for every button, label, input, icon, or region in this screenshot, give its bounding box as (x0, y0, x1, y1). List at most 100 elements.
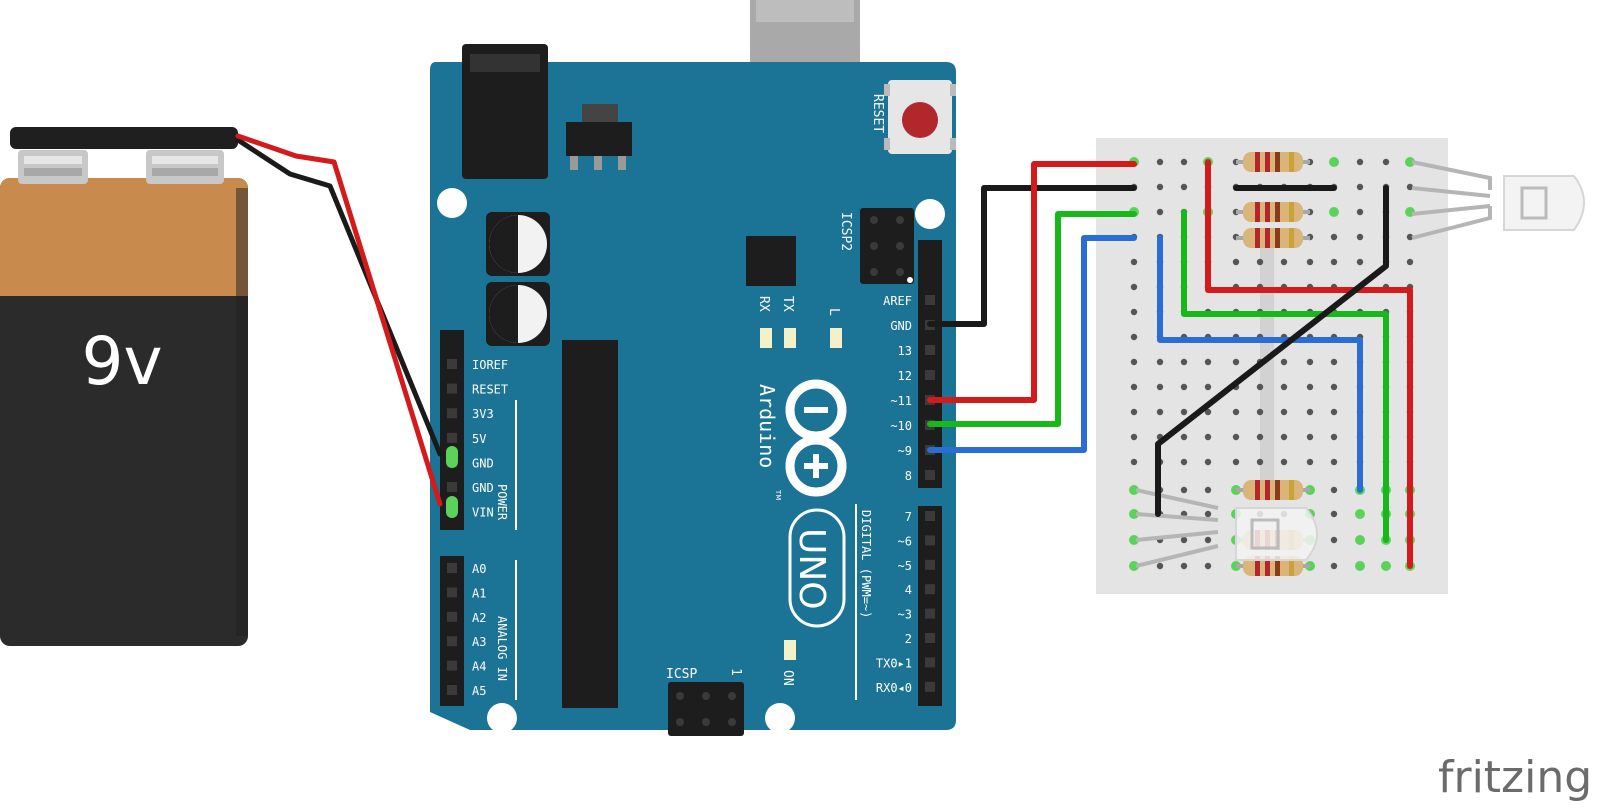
breadboard-hole (1406, 233, 1414, 241)
breadboard-hole (1256, 258, 1264, 266)
breadboard-hole (1129, 535, 1139, 545)
breadboard-hole (1156, 383, 1164, 391)
analog-pin (447, 611, 457, 622)
microcontroller-chip (562, 340, 618, 708)
rgb-led-bottom (1135, 488, 1318, 568)
breadboard-hole (1204, 510, 1212, 518)
breadboard-hole (1156, 562, 1164, 570)
power-pin (447, 359, 457, 369)
digital-pin (925, 657, 935, 668)
icsp-header (668, 682, 744, 736)
breadboard-hole (1204, 486, 1212, 494)
breadboard-hole (1204, 408, 1212, 416)
power-pin-label: VIN (472, 506, 494, 520)
l-label: L (826, 308, 841, 316)
breadboard-hole (1330, 233, 1338, 241)
breadboard-hole (1130, 433, 1138, 441)
digital-pin (925, 511, 935, 521)
digital-pin-label: GND (890, 319, 912, 333)
power-pin-label: IOREF (472, 358, 508, 372)
jumper-red (1205, 159, 1413, 569)
voltage-regulator (566, 122, 632, 156)
breadboard-hole (1356, 183, 1364, 191)
breadboard-hole (1180, 383, 1188, 391)
digital-pin-label: 7 (905, 510, 912, 524)
breadboard-hole (1180, 358, 1188, 366)
analog-pin-label: A1 (472, 586, 486, 600)
breadboard-hole (1306, 358, 1314, 366)
breadboard-hole (1130, 408, 1138, 416)
digital-pin (925, 559, 935, 570)
breadboard-hole (1232, 408, 1240, 416)
digital-pin-label: AREF (883, 294, 912, 308)
analog-pin-label: A2 (472, 611, 486, 625)
breadboard-hole (1280, 458, 1288, 466)
breadboard-hole (1180, 536, 1188, 544)
digital-pin-label: ~3 (898, 608, 912, 622)
breadboard-hole (1405, 157, 1415, 167)
analog-header-label: ANALOG IN (495, 616, 509, 681)
breadboard-hole (1130, 283, 1138, 291)
breadboard-hole (1330, 258, 1338, 266)
dc-power-jack (462, 44, 548, 179)
breadboard-hole (1356, 233, 1364, 241)
icsp-pin1-label: 1 (728, 668, 743, 676)
breadboard-hole (1256, 433, 1264, 441)
battery-snap (10, 127, 238, 149)
breadboard-hole (1180, 158, 1188, 166)
digital-pin-label: ~11 (890, 394, 912, 408)
analog-pin-label: A5 (472, 684, 486, 698)
battery-label: 9v (81, 323, 162, 400)
analog-pin (447, 587, 457, 598)
breadboard-hole (1329, 157, 1339, 167)
breadboard-hole (1204, 433, 1212, 441)
on-led (784, 640, 796, 660)
breadboard-hole (1130, 258, 1138, 266)
digital-pin-label: 13 (898, 344, 912, 358)
digital-pin (925, 535, 935, 546)
wire-gnd-black (927, 185, 1137, 327)
breadboard-hole (1256, 408, 1264, 416)
breadboard-hole (1232, 358, 1240, 366)
digital-pin-label: RX0◂0 (876, 681, 912, 695)
digital-pin (925, 633, 935, 643)
power-pin-label: 5V (472, 432, 486, 446)
rx-led (760, 328, 772, 348)
digital-pin-label: 8 (905, 469, 912, 483)
breadboard-hole (1180, 433, 1188, 441)
rgb-led-top (1411, 160, 1585, 240)
breadboard-hole (1330, 536, 1338, 544)
breadboard-hole (1156, 358, 1164, 366)
l-led (830, 328, 842, 348)
breadboard-hole (1204, 536, 1212, 544)
breadboard-hole (1130, 383, 1138, 391)
breadboard-hole (1355, 561, 1365, 571)
resistor (1236, 228, 1310, 248)
breadboard-hole (1129, 509, 1139, 519)
fritzing-watermark: fritzing (1438, 752, 1592, 803)
wire-pin10-green (927, 211, 1137, 427)
analog-pin-label: A4 (472, 660, 486, 674)
analog-pin (447, 636, 457, 647)
breadboard-hole (1130, 308, 1138, 316)
reset-button[interactable] (884, 80, 956, 154)
breadboard-hole (1204, 358, 1212, 366)
breadboard-hole (1330, 458, 1338, 466)
tx-label: TX (780, 296, 795, 312)
mount-hole (487, 703, 517, 733)
on-label: ON (780, 670, 795, 686)
resistor (1236, 152, 1310, 172)
breadboard-hole (1306, 383, 1314, 391)
breadboard-hole (1204, 383, 1212, 391)
wire-pin9-blue (927, 235, 1137, 453)
breadboard-hole (1129, 561, 1139, 571)
battery-terminals (18, 150, 224, 184)
digital-pin-label: 4 (905, 583, 912, 597)
brand-label: Arduino (755, 384, 779, 468)
pin-connections (446, 446, 458, 518)
resistors (1236, 152, 1310, 576)
breadboard-hole (1330, 486, 1338, 494)
icsp2-label: ICSP2 (838, 212, 853, 251)
usb-chip (746, 236, 796, 286)
digital-pin (925, 681, 935, 692)
